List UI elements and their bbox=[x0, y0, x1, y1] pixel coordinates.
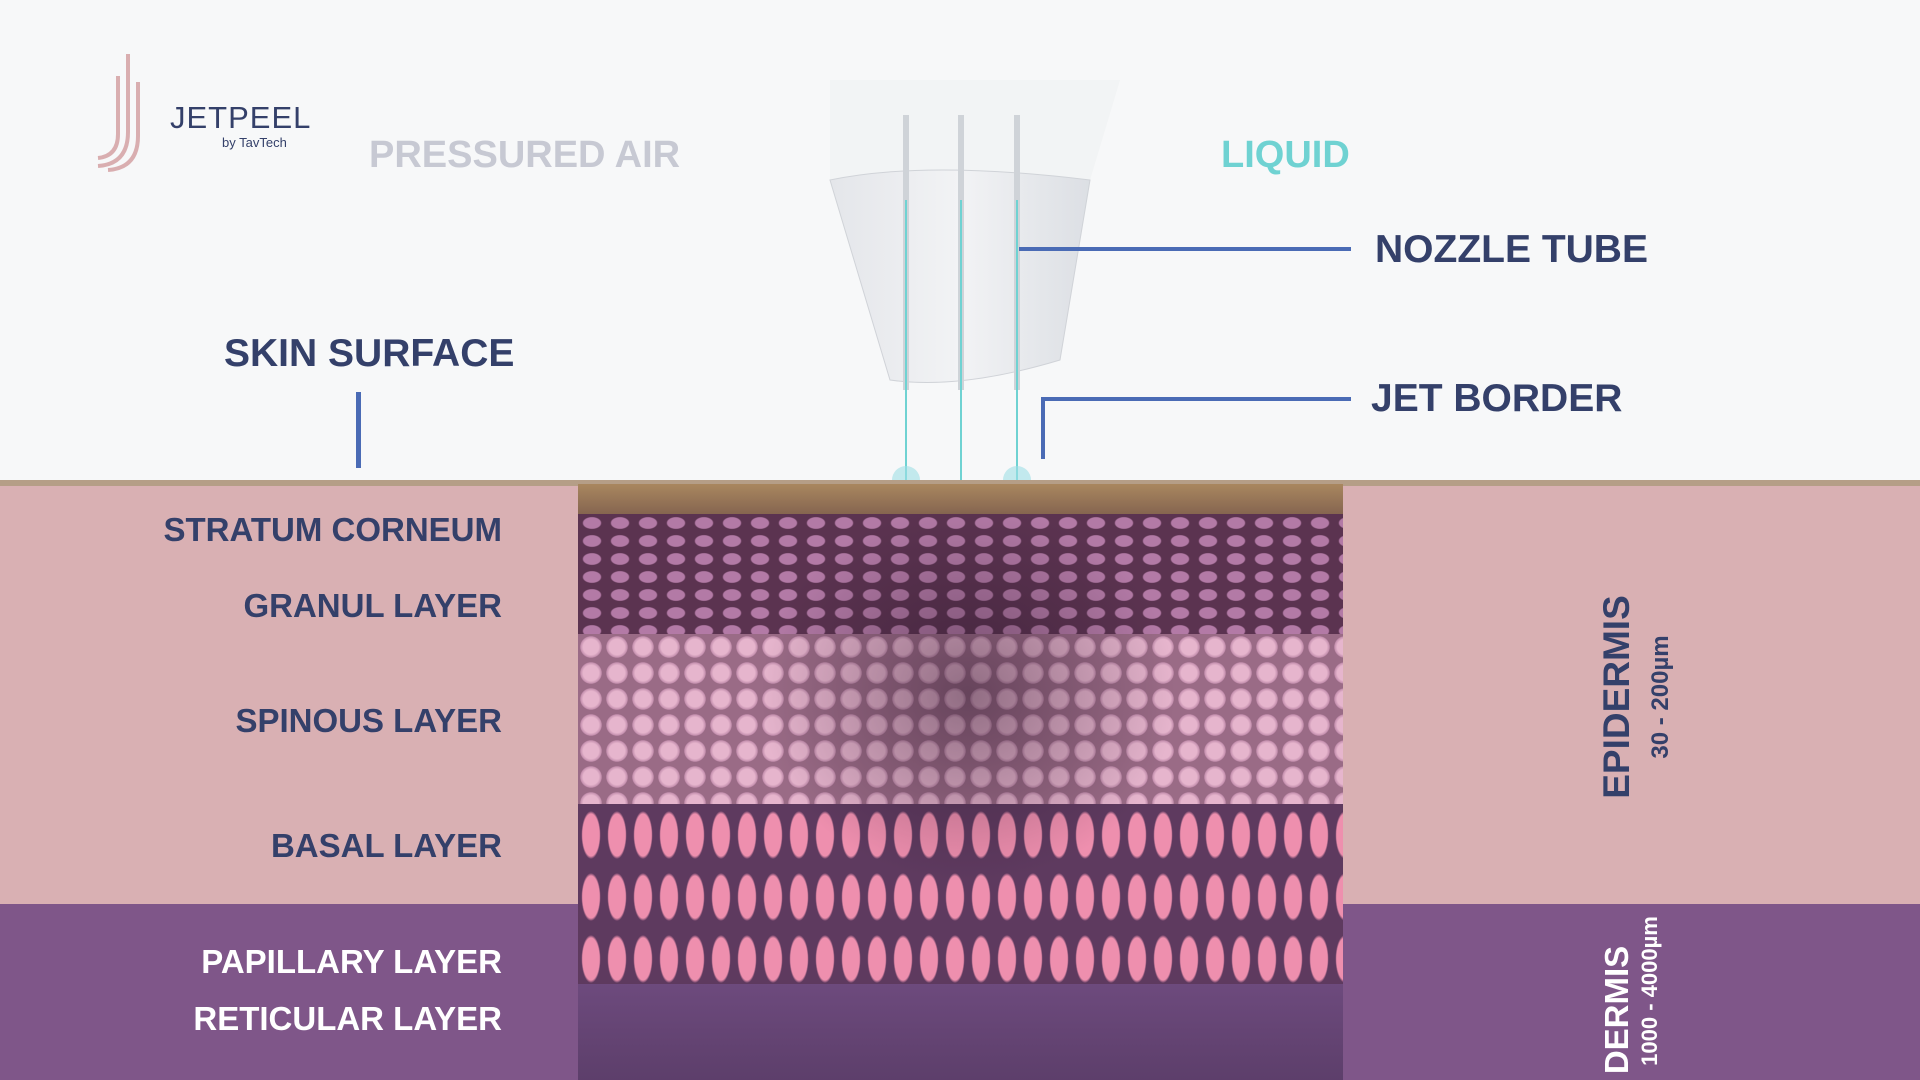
epidermis-range: 30 - 200µm bbox=[1647, 635, 1674, 759]
layer-label-granul: GRANUL LAYER bbox=[243, 587, 502, 624]
logo-tagline: by TavTech bbox=[222, 135, 287, 150]
layer-label-basal: BASAL LAYER bbox=[270, 827, 502, 864]
pressured-air-label: PRESSURED AIR bbox=[369, 134, 681, 176]
nozzle-tube-line bbox=[1019, 247, 1351, 251]
dermis-label: DERMIS bbox=[1598, 945, 1635, 1075]
epidermis-panel-right bbox=[1343, 486, 1920, 904]
granular-cells bbox=[578, 514, 1343, 644]
dermis-range: 1000 - 4000µm bbox=[1637, 916, 1662, 1066]
liquid-label: LIQUID bbox=[1221, 134, 1350, 176]
spinous-cells bbox=[578, 634, 1343, 814]
jet-border-line-h bbox=[1041, 397, 1351, 401]
epidermis-panel-left bbox=[0, 486, 578, 904]
dermis-panel-left bbox=[0, 904, 578, 1080]
jet-border-line-v bbox=[1041, 397, 1045, 459]
dermis-panel-right bbox=[1343, 904, 1920, 1080]
basal-cells bbox=[578, 804, 1343, 1014]
layer-label-papillary: PAPILLARY LAYER bbox=[201, 943, 502, 980]
layer-label-stratum-corneum: STRATUM CORNEUM bbox=[163, 511, 502, 548]
jetpeel-logo: JETPEEL by TavTech bbox=[96, 52, 310, 172]
epidermis-label: EPIDERMIS bbox=[1596, 595, 1637, 799]
layer-label-reticular: RETICULAR LAYER bbox=[193, 1000, 502, 1037]
nozzle-tube-label: NOZZLE TUBE bbox=[1375, 228, 1648, 271]
jet-impact-zone bbox=[758, 504, 1178, 884]
skin-surface-label: SKIN SURFACE bbox=[224, 332, 515, 375]
jet-border-label: JET BORDER bbox=[1371, 377, 1623, 420]
logo-name: JETPEEL bbox=[170, 100, 312, 135]
logo-mark-icon bbox=[97, 54, 140, 172]
dermis-fibers bbox=[578, 984, 1343, 1080]
layer-label-spinous: SPINOUS LAYER bbox=[235, 702, 502, 739]
skin-surface-line bbox=[356, 392, 361, 468]
skin-cross-section bbox=[578, 484, 1343, 1080]
